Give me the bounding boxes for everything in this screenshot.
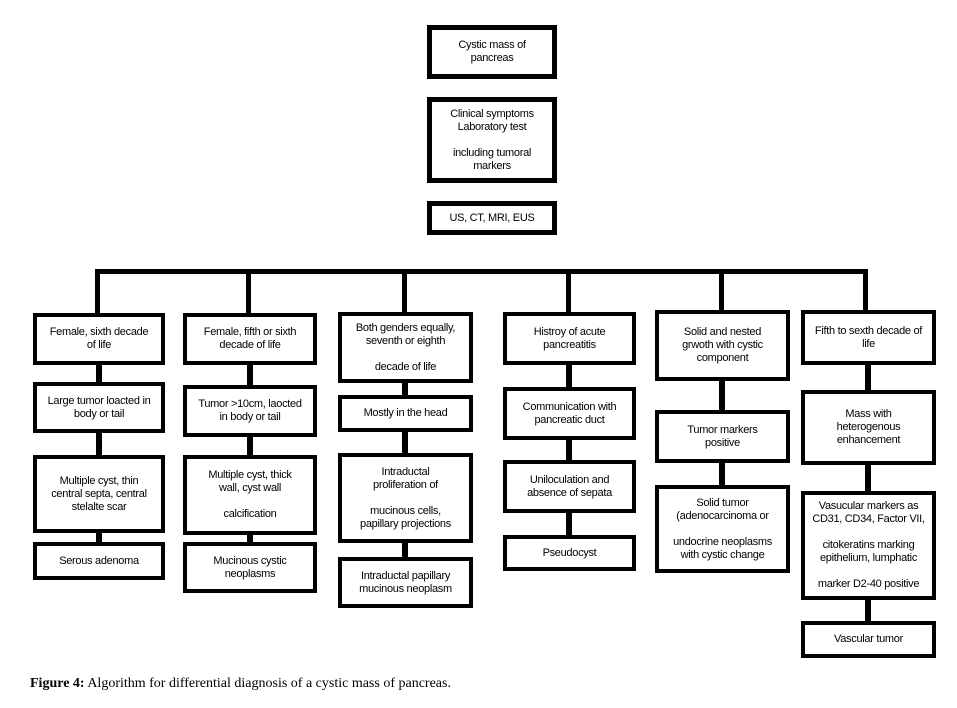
box-multiple-cyst-thick-wall: Multiple cyst, thick wall, cyst wall cal… xyxy=(183,455,317,535)
box-vascular-markers-text: Vasucular markers as CD31, CD34, Factor … xyxy=(812,500,925,590)
box-history-acute-pancreatitis: Histroy of acute pancreatitis xyxy=(503,312,636,365)
box-mucinous-cystic-neoplasms-text: Mucinous cystic neoplasms xyxy=(213,554,287,580)
connector xyxy=(402,543,408,557)
box-solid-tumor-text: Solid tumor (adenocarcinoma or undocrine… xyxy=(673,496,772,561)
box-solid-nested-growth: Solid and nested grwoth with cystic comp… xyxy=(655,310,790,381)
box-female-fifth-sixth-decade-text: Female, fifth or sixth decade of life xyxy=(203,326,297,351)
connector xyxy=(865,365,871,390)
box-serous-adenoma: Serous adenoma xyxy=(33,542,165,580)
connector-drop-2 xyxy=(246,269,251,317)
box-vascular-tumor-text: Vascular tumor xyxy=(834,633,903,645)
box-female-fifth-sixth-decade: Female, fifth or sixth decade of life xyxy=(183,313,317,365)
box-uniloculation-text: Uniloculation and absence of sepata xyxy=(527,473,612,499)
box-tumor-markers-positive: Tumor markers positive xyxy=(655,410,790,463)
box-mostly-in-head-text: Mostly in the head xyxy=(363,407,448,419)
box-both-genders: Both genders equally, seventh or eighth … xyxy=(338,312,473,383)
box-communication-pancreatic-duct-text: Communication with pancreatic duct xyxy=(522,400,617,426)
box-fifth-sexth-decade-text: Fifth to sexth decade of life xyxy=(814,324,923,350)
box-tumor-markers-positive-text: Tumor markers positive xyxy=(687,423,758,449)
box-intraductal-papillary-mucinous-neoplasm: Intraductal papillary mucinous neoplasm xyxy=(338,557,473,608)
box-mucinous-cystic-neoplasms: Mucinous cystic neoplasms xyxy=(183,542,317,593)
connector-drop-6 xyxy=(863,269,868,317)
connector xyxy=(96,533,102,542)
box-uniloculation: Uniloculation and absence of sepata xyxy=(503,460,636,513)
box-tumor-over-10cm: Tumor >10cm, laocted in body or tail xyxy=(183,385,317,437)
box-mass-heterogenous-enhancement: Mass with heterogenous enhancement xyxy=(801,390,936,465)
box-pseudocyst-text: Pseudocyst xyxy=(542,546,597,559)
box-vascular-markers: Vasucular markers as CD31, CD34, Factor … xyxy=(801,491,936,600)
connector xyxy=(566,365,572,387)
connector-drop-5 xyxy=(719,269,724,317)
box-imaging-modalities: US, CT, MRI, EUS xyxy=(427,201,557,235)
box-female-sixth-decade-text: Female, sixth decade of life xyxy=(49,326,149,351)
connector xyxy=(402,383,408,395)
connector-drop-4 xyxy=(566,269,571,317)
connector xyxy=(865,600,871,621)
box-female-sixth-decade: Female, sixth decade of life xyxy=(33,313,165,365)
box-multiple-cyst-thin-septa: Multiple cyst, thin central septa, centr… xyxy=(33,455,165,533)
connector xyxy=(247,535,253,542)
connector xyxy=(96,365,102,382)
box-intraductal-proliferation-text: Intraductal proliferation of mucinous ce… xyxy=(360,465,451,530)
box-large-tumor-body-tail: Large tumor loacted in body or tail xyxy=(33,382,165,433)
connector-drop-3 xyxy=(402,269,407,317)
box-intraductal-proliferation: Intraductal proliferation of mucinous ce… xyxy=(338,453,473,543)
box-intraductal-papillary-mucinous-neoplasm-text: Intraductal papillary mucinous neoplasm xyxy=(359,569,452,595)
box-mass-heterogenous-enhancement-text: Mass with heterogenous enhancement xyxy=(836,408,901,446)
box-both-genders-text: Both genders equally, seventh or eighth … xyxy=(355,321,456,373)
connector xyxy=(865,465,871,491)
figure-caption-text: Algorithm for differential diagnosis of … xyxy=(87,676,451,691)
connector xyxy=(402,432,408,453)
box-clinical-symptoms: Clinical symptoms Laboratory test includ… xyxy=(427,97,557,183)
box-vascular-tumor: Vascular tumor xyxy=(801,621,936,658)
box-cystic-mass-text: Cystic mass of pancreas xyxy=(458,39,526,64)
box-tumor-over-10cm-text: Tumor >10cm, laocted in body or tail xyxy=(198,398,302,423)
figure-caption-label: Figure 4: xyxy=(30,676,85,691)
connector-drop-1 xyxy=(95,269,100,317)
box-solid-tumor: Solid tumor (adenocarcinoma or undocrine… xyxy=(655,485,790,573)
connector xyxy=(96,433,102,455)
box-fifth-sexth-decade: Fifth to sexth decade of life xyxy=(801,310,936,365)
branch-line xyxy=(95,269,868,274)
connector xyxy=(719,463,725,485)
connector xyxy=(719,381,725,410)
box-clinical-symptoms-text: Clinical symptoms Laboratory test includ… xyxy=(450,107,534,172)
box-large-tumor-body-tail-text: Large tumor loacted in body or tail xyxy=(47,394,151,420)
box-multiple-cyst-thick-wall-text: Multiple cyst, thick wall, cyst wall cal… xyxy=(208,469,292,520)
connector xyxy=(247,437,253,455)
box-pseudocyst: Pseudocyst xyxy=(503,535,636,571)
box-history-acute-pancreatitis-text: Histroy of acute pancreatitis xyxy=(533,325,606,351)
box-serous-adenoma-text: Serous adenoma xyxy=(59,554,139,567)
box-imaging-modalities-text: US, CT, MRI, EUS xyxy=(449,211,535,224)
box-solid-nested-growth-text: Solid and nested grwoth with cystic comp… xyxy=(682,326,763,364)
box-mostly-in-head: Mostly in the head xyxy=(338,395,473,432)
connector xyxy=(566,440,572,460)
connector xyxy=(566,513,572,535)
box-cystic-mass: Cystic mass of pancreas xyxy=(427,25,557,79)
connector xyxy=(247,365,253,385)
figure-caption: Figure 4: Algorithm for differential dia… xyxy=(30,676,451,692)
box-multiple-cyst-thin-septa-text: Multiple cyst, thin central septa, centr… xyxy=(51,474,147,513)
box-communication-pancreatic-duct: Communication with pancreatic duct xyxy=(503,387,636,440)
